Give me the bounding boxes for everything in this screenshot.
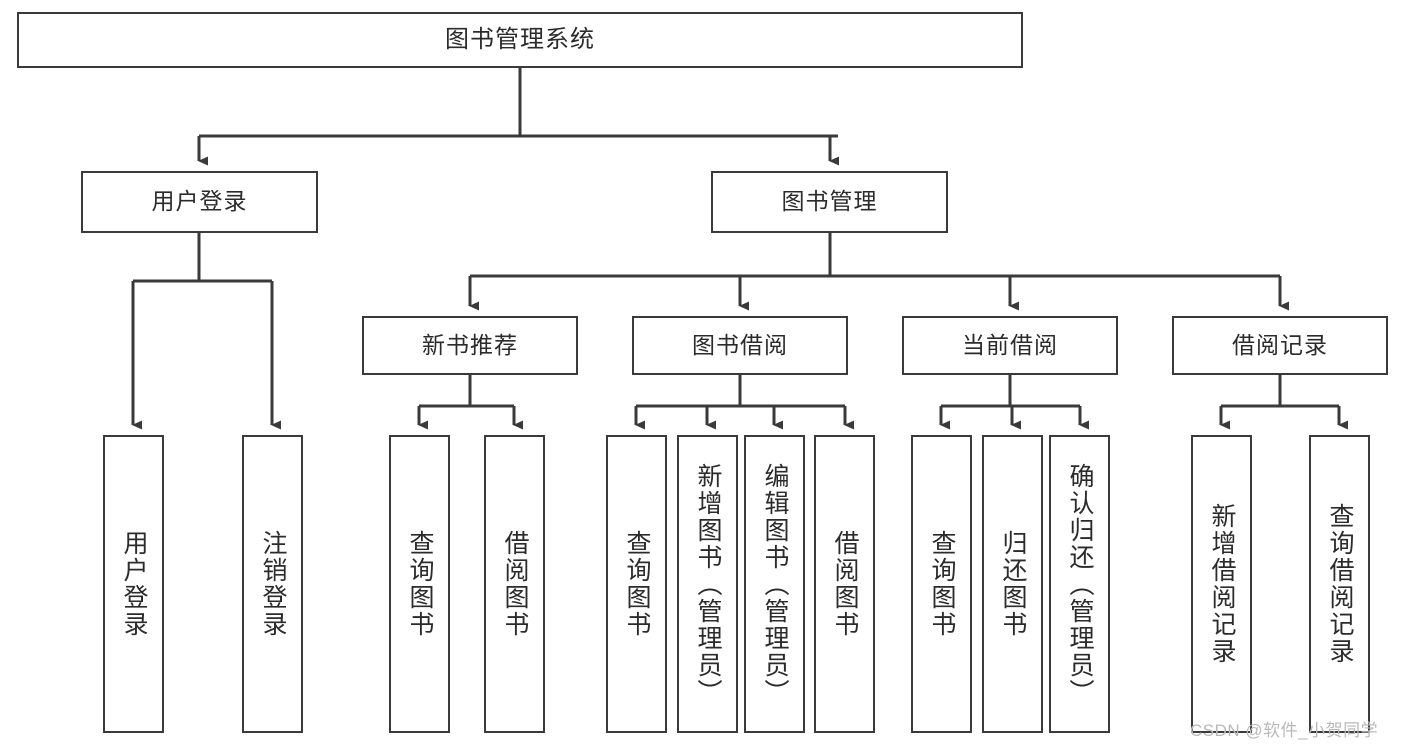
node-label: 当前借阅 bbox=[962, 331, 1058, 358]
leaf-node-query-books-current[interactable]: 查询图书 bbox=[911, 435, 972, 733]
leaf-node-add-borrowing-record[interactable]: 新增借阅记录 bbox=[1191, 435, 1252, 733]
node-label: 用户登录 bbox=[120, 530, 148, 638]
node-borrowing-records[interactable]: 借阅记录 bbox=[1172, 316, 1388, 375]
node-label: 查询借阅记录 bbox=[1326, 503, 1354, 665]
node-label: 图书管理系统 bbox=[445, 25, 595, 53]
node-label: 新书推荐 bbox=[422, 331, 518, 358]
node-label: 用户登录 bbox=[151, 188, 248, 215]
node-label: 查询图书 bbox=[406, 530, 434, 638]
leaf-node-confirm-return-admin[interactable]: 确认归还（管理员） bbox=[1049, 435, 1110, 733]
node-root-book-management-system[interactable]: 图书管理系统 bbox=[17, 12, 1023, 68]
node-label: 查询图书 bbox=[623, 530, 651, 638]
csdn-watermark: CSDN @软件_小贺同学 bbox=[1190, 721, 1379, 740]
node-label: 注销登录 bbox=[259, 530, 287, 638]
leaf-node-query-books-recommendation[interactable]: 查询图书 bbox=[389, 435, 450, 733]
node-label: 借阅记录 bbox=[1232, 331, 1328, 358]
node-user-login[interactable]: 用户登录 bbox=[81, 171, 318, 233]
leaf-node-logout[interactable]: 注销登录 bbox=[242, 435, 303, 733]
node-label: 新增图书（管理员） bbox=[694, 462, 722, 706]
node-book-borrowing[interactable]: 图书借阅 bbox=[632, 316, 848, 375]
node-label: 新增借阅记录 bbox=[1208, 503, 1236, 665]
node-book-management[interactable]: 图书管理 bbox=[711, 171, 948, 233]
leaf-node-edit-book-admin[interactable]: 编辑图书（管理员） bbox=[744, 435, 805, 733]
node-label: 编辑图书（管理员） bbox=[761, 462, 789, 706]
leaf-node-borrow-books[interactable]: 借阅图书 bbox=[814, 435, 875, 733]
node-label: 借阅图书 bbox=[501, 530, 529, 638]
leaf-node-query-books-borrowing[interactable]: 查询图书 bbox=[606, 435, 667, 733]
leaf-node-user-login[interactable]: 用户登录 bbox=[103, 435, 164, 733]
leaf-node-borrow-books-recommendation[interactable]: 借阅图书 bbox=[484, 435, 545, 733]
node-new-book-recommendation[interactable]: 新书推荐 bbox=[362, 316, 578, 375]
node-label: 图书借阅 bbox=[692, 331, 788, 358]
node-label: 查询图书 bbox=[928, 530, 956, 638]
node-label: 图书管理 bbox=[781, 188, 878, 215]
leaf-node-add-book-admin[interactable]: 新增图书（管理员） bbox=[677, 435, 738, 733]
node-label: 归还图书 bbox=[999, 530, 1027, 638]
node-current-borrowing[interactable]: 当前借阅 bbox=[902, 316, 1118, 375]
leaf-node-query-borrowing-record[interactable]: 查询借阅记录 bbox=[1309, 435, 1370, 733]
leaf-node-return-books[interactable]: 归还图书 bbox=[982, 435, 1043, 733]
node-label: 借阅图书 bbox=[831, 530, 859, 638]
node-label: 确认归还（管理员） bbox=[1066, 462, 1094, 706]
